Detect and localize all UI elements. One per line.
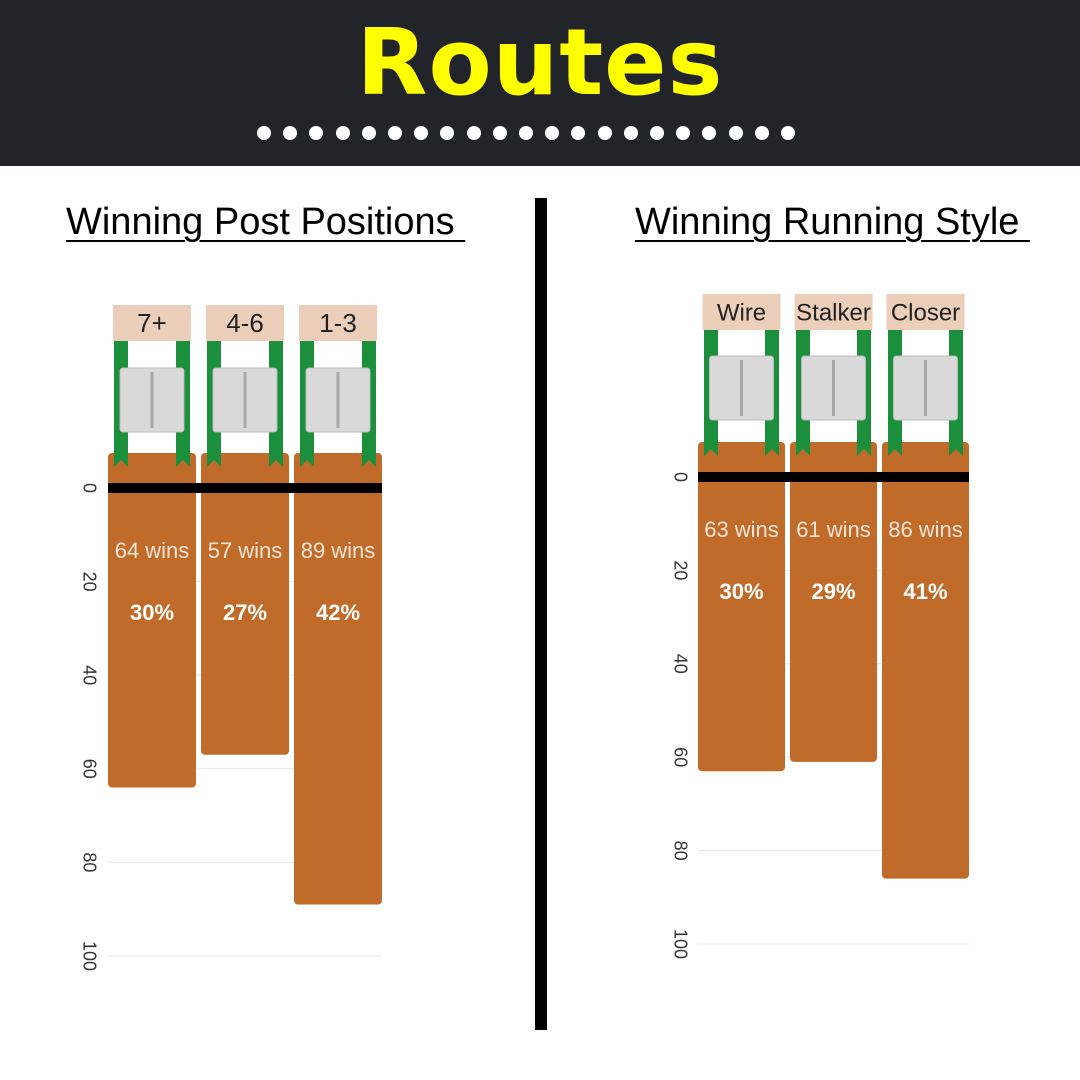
percent-label: 42% bbox=[316, 600, 360, 625]
value-label: 64 wins bbox=[115, 538, 190, 563]
gate-post-foot bbox=[114, 453, 128, 467]
chart-title-post-positions: Winning Post Positions bbox=[66, 201, 466, 243]
y-tick-label: 0 bbox=[79, 483, 99, 493]
percent-label: 27% bbox=[223, 600, 267, 625]
y-tick-label: 60 bbox=[79, 759, 99, 779]
value-label: 57 wins bbox=[208, 538, 283, 563]
header-dot bbox=[492, 126, 507, 140]
header-dot bbox=[571, 126, 586, 140]
header-dot bbox=[545, 126, 560, 140]
header-dot bbox=[388, 126, 402, 140]
header-dot bbox=[754, 126, 769, 140]
category-label: 7+ bbox=[137, 308, 167, 338]
page-title: Routes bbox=[356, 9, 724, 116]
percent-label: 30% bbox=[130, 600, 174, 625]
gate-post-foot bbox=[269, 453, 283, 467]
header-dot bbox=[781, 126, 795, 140]
bar bbox=[294, 453, 382, 905]
y-tick-label: 20 bbox=[79, 572, 99, 592]
category-label-box bbox=[299, 305, 377, 341]
header-banner: Routes bbox=[0, 0, 1080, 166]
gate-post-foot bbox=[207, 453, 221, 467]
zero-baseline bbox=[108, 483, 382, 493]
header-dot bbox=[414, 126, 429, 140]
category-label: 1-3 bbox=[319, 308, 357, 338]
header-dot bbox=[728, 126, 743, 140]
y-tick-label: 40 bbox=[79, 665, 99, 685]
header-dot bbox=[650, 126, 664, 140]
header-dot bbox=[519, 126, 533, 140]
gate-post-foot bbox=[362, 453, 376, 467]
gate-post-foot bbox=[176, 453, 190, 467]
category-label-box bbox=[113, 305, 191, 341]
header-dot bbox=[335, 126, 350, 140]
bar bbox=[201, 453, 289, 755]
header-dot bbox=[702, 126, 717, 140]
header-dot bbox=[257, 126, 271, 140]
header-dot bbox=[309, 126, 324, 140]
decorative-dots bbox=[257, 126, 797, 142]
value-label: 89 wins bbox=[301, 538, 376, 563]
header-dot bbox=[440, 126, 455, 140]
header-dot bbox=[466, 126, 481, 140]
category-label: 4-6 bbox=[226, 308, 264, 338]
header-dot bbox=[361, 126, 376, 140]
bar bbox=[108, 453, 196, 788]
y-tick-label: 100 bbox=[79, 941, 99, 971]
category-label-box bbox=[206, 305, 284, 341]
header-dot bbox=[623, 126, 638, 140]
chart-title-running-style: Winning Running Style bbox=[635, 201, 1030, 243]
gate-post-foot bbox=[300, 453, 314, 467]
header-dot bbox=[676, 126, 691, 140]
panel-divider bbox=[535, 198, 547, 1030]
header-dot bbox=[597, 126, 612, 140]
y-tick-label: 80 bbox=[79, 852, 99, 872]
header-dot bbox=[283, 126, 298, 140]
